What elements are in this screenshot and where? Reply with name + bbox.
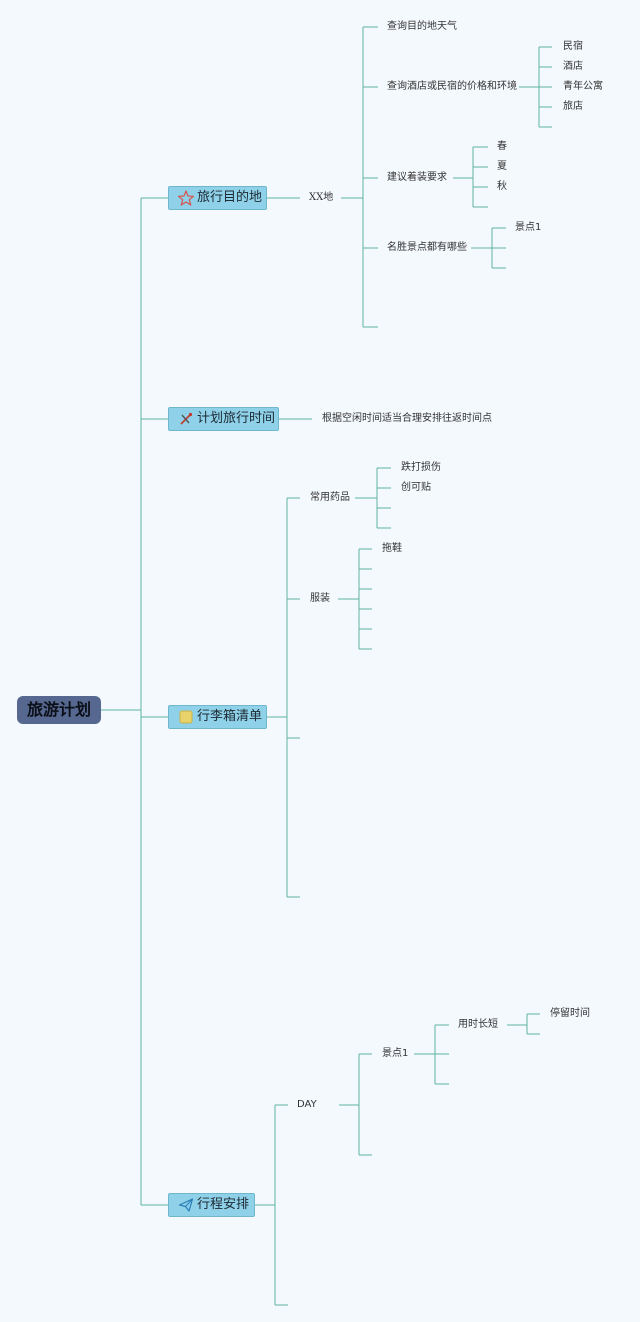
node-place[interactable]: XX地: [309, 192, 334, 203]
root-node[interactable]: 旅游计划: [17, 696, 101, 724]
node-sight-item[interactable]: 景点1: [515, 222, 542, 233]
node-weather[interactable]: 查询目的地天气: [387, 21, 457, 32]
paper-plane-icon: [178, 1197, 194, 1213]
topic-travel-time[interactable]: 计划旅行时间: [168, 407, 279, 431]
node-lodging-option[interactable]: 酒店: [563, 61, 583, 72]
node-clothes-item[interactable]: 拖鞋: [382, 543, 402, 554]
star-icon: [178, 190, 194, 206]
yellow-square-icon: [178, 709, 194, 725]
node-lodging[interactable]: 查询酒店或民宿的价格和环境: [387, 81, 517, 92]
node-medicine-item[interactable]: 跌打损伤: [401, 462, 441, 473]
node-duration[interactable]: 用时长短: [458, 1019, 498, 1030]
topic-destination-label: 旅行目的地: [197, 190, 263, 205]
node-season[interactable]: 春: [497, 141, 507, 152]
topic-luggage-label: 行李箱清单: [197, 709, 263, 724]
topic-itinerary-label: 行程安排: [197, 1197, 250, 1212]
node-lodging-option[interactable]: 民宿: [563, 41, 583, 52]
topic-luggage[interactable]: 行李箱清单: [168, 705, 267, 729]
node-sights[interactable]: 名胜景点都有哪些: [387, 242, 467, 253]
node-clothing[interactable]: 建议着装要求: [387, 172, 447, 183]
node-clothes[interactable]: 服装: [310, 593, 330, 604]
node-stay[interactable]: 停留时间: [550, 1008, 590, 1019]
node-lodging-option[interactable]: 旅店: [563, 101, 583, 112]
node-lodging-option[interactable]: 青年公寓: [563, 81, 603, 92]
topic-travel-time-label: 计划旅行时间: [197, 411, 276, 426]
node-medicine-item[interactable]: 创可贴: [401, 482, 431, 493]
node-day[interactable]: DAY: [297, 1099, 317, 1110]
crossed-tools-icon: [178, 411, 194, 427]
node-medicine[interactable]: 常用药品: [310, 492, 350, 503]
node-time-note[interactable]: 根据空闲时间适当合理安排往返时间点: [322, 413, 492, 424]
node-spot[interactable]: 景点1: [382, 1048, 409, 1059]
topic-itinerary[interactable]: 行程安排: [168, 1193, 255, 1217]
topic-destination[interactable]: 旅行目的地: [168, 186, 267, 210]
node-season[interactable]: 秋: [497, 181, 507, 192]
node-season[interactable]: 夏: [497, 161, 507, 172]
